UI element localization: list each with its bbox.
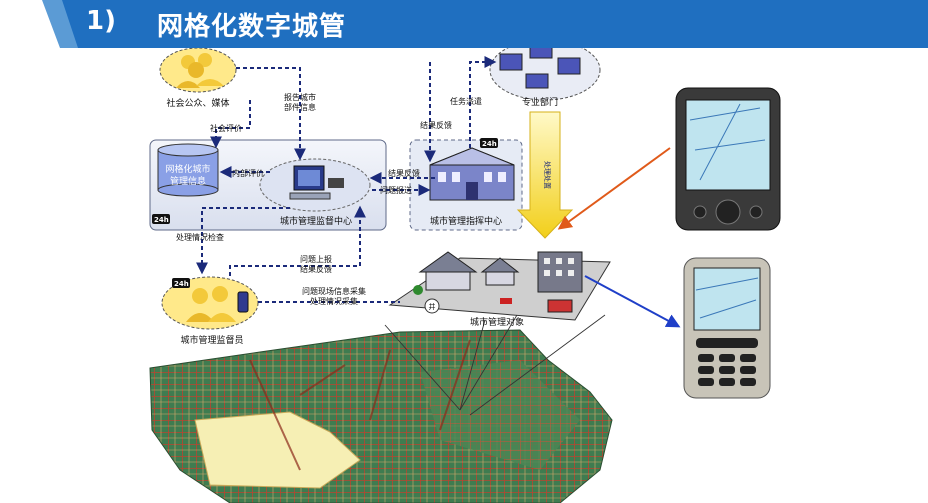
supervisor-node	[161, 276, 259, 330]
specialized-departments-label: 专业部门	[522, 96, 558, 108]
public-media-node	[159, 48, 237, 93]
task-dispatch-label: 任务派遣	[450, 96, 482, 106]
supervision-center-node	[259, 158, 371, 212]
pda-arrow	[557, 147, 671, 230]
internal-eval-label: 内部评价	[232, 168, 264, 178]
processing-label: 处理处置	[543, 161, 552, 189]
grid-info-line1: 网格化城市	[165, 163, 210, 175]
issue-report-label: 问题报送	[380, 185, 412, 195]
command-center-label: 城市管理指挥中心	[430, 215, 502, 227]
supervision-24h-box	[152, 214, 170, 224]
result-feedback-center-label: 结果反馈	[388, 168, 420, 178]
command-center-node	[429, 147, 515, 201]
city-objects-node	[388, 251, 611, 321]
phone-device	[683, 257, 771, 399]
city-objects-label: 城市管理对象	[470, 316, 524, 328]
supervisor-24h-badge: 24h	[174, 280, 189, 288]
report-label-1: 报告城市	[284, 92, 316, 102]
projection-lines	[384, 309, 606, 416]
supervisor-24h-box	[172, 278, 190, 288]
public-media-label: 社会公众、媒体	[166, 97, 229, 109]
city-grid-map	[149, 329, 613, 503]
social-eval-label: 社会评价	[210, 123, 242, 133]
issue-upload-label-1: 问题上报	[300, 254, 332, 264]
field-collect-label-1: 问题现场信息采集	[302, 286, 366, 296]
pda-device	[675, 87, 781, 231]
workflow-diagram: 社会公众、媒体 24h 专业部门 网格化城市 管理信息 城市管理监督中心 24h…	[149, 48, 781, 503]
handling-check-label: 处理情况检查	[176, 232, 224, 242]
issue-upload-label-2: 结果反馈	[300, 264, 332, 274]
title-bar: 1) 网格化数字城管	[0, 0, 928, 48]
supervisor-label: 城市管理监督员	[180, 334, 243, 346]
report-label-2: 部件信息	[284, 102, 316, 112]
supervision-24h-badge: 24h	[154, 216, 169, 224]
supervision-center-label: 城市管理监督中心	[280, 215, 352, 227]
section-number: 1)	[86, 6, 116, 36]
field-collect-label-2: 处理情况采集	[310, 296, 358, 306]
grid-info-line2: 管理信息	[170, 175, 206, 187]
manhole-label: 井	[429, 302, 436, 311]
phone-arrow	[584, 275, 681, 328]
flow-connectors	[196, 56, 497, 303]
command-24h-badge: 24h	[482, 140, 497, 148]
page-title: 网格化数字城管	[157, 12, 347, 42]
grid-info-database-icon	[157, 143, 219, 197]
result-feedback-dept-label: 结果反馈	[420, 120, 452, 130]
command-24h-box	[480, 138, 498, 148]
specialized-departments-node	[489, 48, 601, 101]
